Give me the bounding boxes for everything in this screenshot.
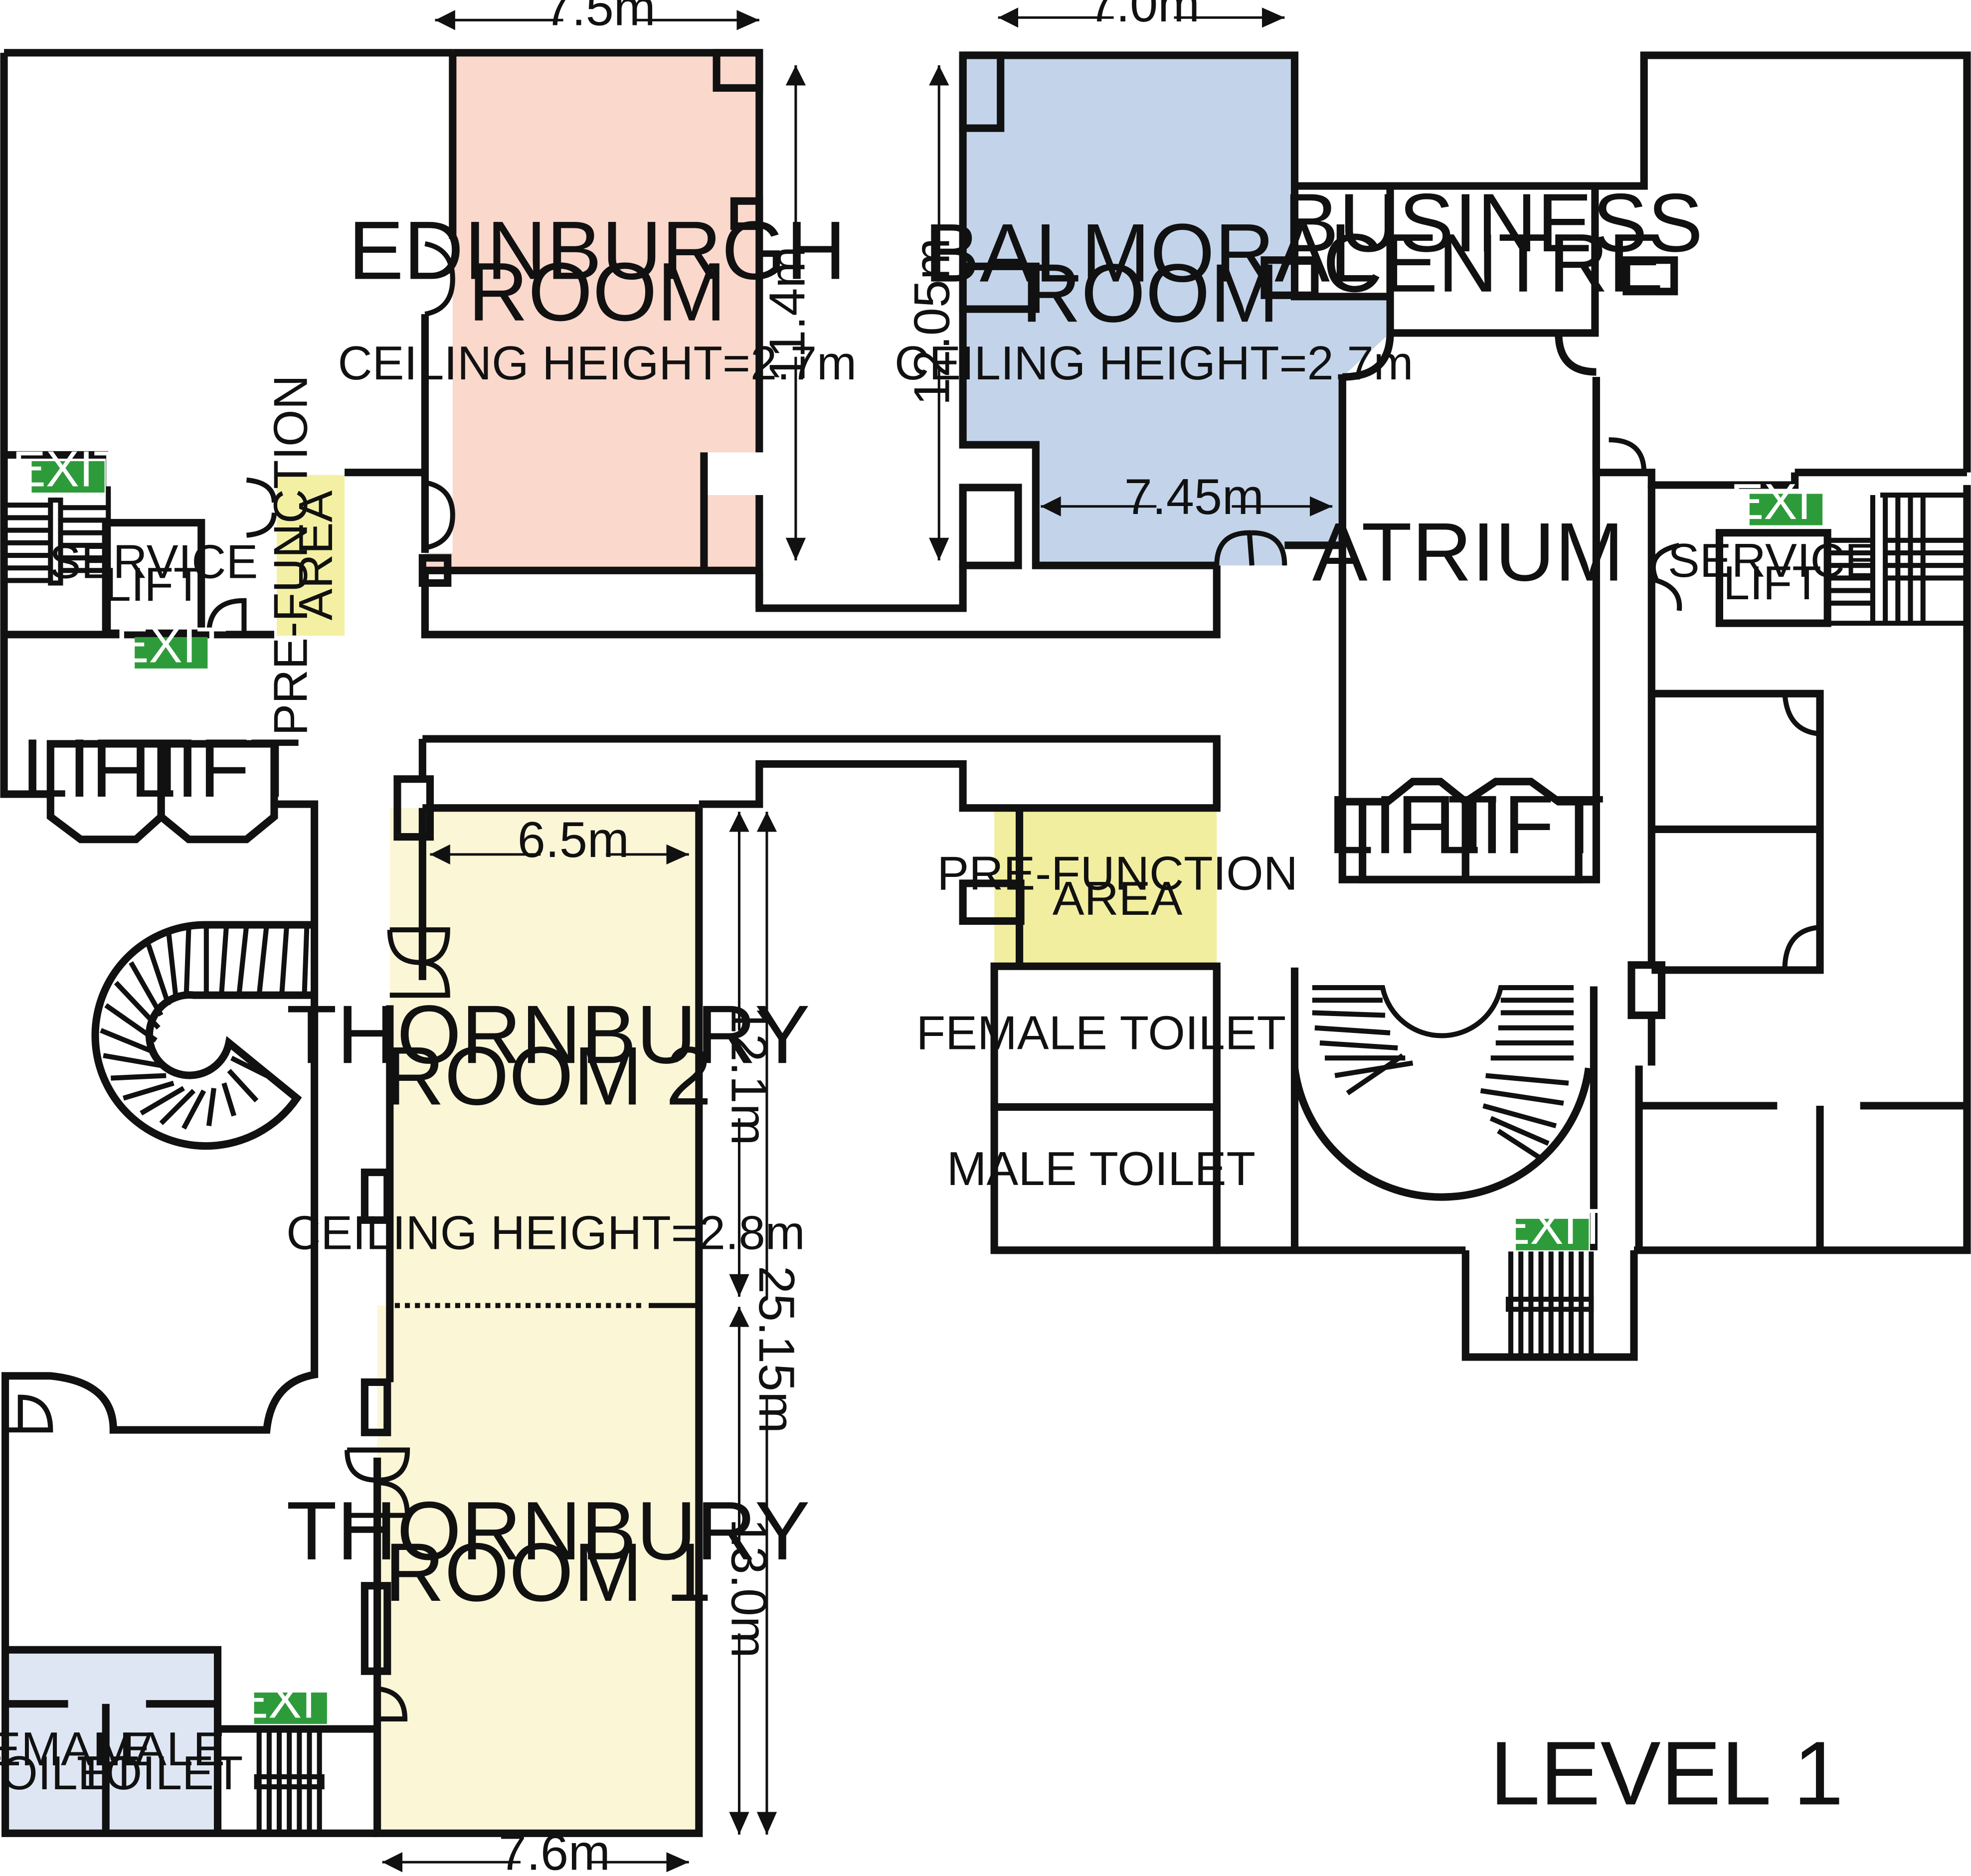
male-toilet-bl-label-2: TOILET bbox=[77, 1746, 243, 1800]
prefunction-right-label-1: PRE-FUNCTION bbox=[937, 847, 1298, 900]
lift-label-1: LIFT bbox=[22, 722, 192, 815]
doors[interactable] bbox=[5, 241, 1820, 1721]
door-thornbury1-lower bbox=[377, 1686, 408, 1721]
thornbury2-label-2: ROOM 2 bbox=[384, 1029, 712, 1122]
prefunction-right-label-2: AREA bbox=[1053, 872, 1183, 925]
svg-text:12.05m: 12.05m bbox=[904, 238, 960, 405]
thornbury1-label-2: ROOM 1 bbox=[384, 1526, 712, 1619]
atrium-label: ATRIUM bbox=[1312, 506, 1624, 598]
dimension-thornbury-width-bottom: 7.6m bbox=[382, 1825, 689, 1876]
business-label-2: CENTRE bbox=[1323, 217, 1664, 310]
business-label-1: BUSINESS bbox=[1283, 176, 1703, 269]
stairs-top-left bbox=[5, 455, 111, 635]
thornbury2-label-1: THORNBURY bbox=[286, 988, 810, 1081]
lift-label-2: LIFT bbox=[130, 722, 301, 815]
dimension-thornbury-width-top: 6.5m bbox=[430, 812, 689, 868]
door-service-lift bbox=[206, 598, 247, 635]
service-lift-left[interactable]: SERVICE LIFT bbox=[49, 518, 258, 637]
level-title: LEVEL 1 bbox=[1490, 1723, 1844, 1824]
stairs-bottom-left bbox=[254, 1731, 325, 1834]
svg-text:13.0m: 13.0m bbox=[720, 1519, 776, 1658]
dimension-balmoral-inner: 7.45m bbox=[1041, 469, 1333, 525]
service-lift-right-label-2: LIFT bbox=[1723, 556, 1821, 610]
stairs-right bbox=[1827, 493, 1967, 626]
svg-text:EXIT: EXIT bbox=[235, 1673, 347, 1728]
exit-sign-3: EXIT bbox=[1730, 474, 1842, 530]
dimension-edinburgh-height: 11.4m bbox=[760, 65, 816, 561]
toilets-bottom-left[interactable]: FEMALE TOILET MALE TOILET bbox=[0, 1646, 243, 1834]
female-toilet-bl-label-1: FEMALE bbox=[0, 1722, 151, 1776]
stairs-bottom-right bbox=[1505, 1251, 1594, 1358]
balmoral-label-1: BALMORAL bbox=[924, 207, 1376, 300]
svg-text:7.0m: 7.0m bbox=[1088, 0, 1200, 32]
prefunction-left-label-1: PRE-FUNCTION bbox=[264, 375, 317, 736]
balmoral-room[interactable]: BALMORAL ROOM CEILING HEIGHT=2.7m bbox=[895, 51, 1413, 569]
door-bottom-left bbox=[5, 1394, 53, 1433]
spiral-stair-centre bbox=[1291, 985, 1593, 1201]
exit-sign-4: EXIT bbox=[1496, 1199, 1608, 1255]
door-balmoral bbox=[1214, 530, 1287, 566]
female-toilet-bl-label-2: TOILET bbox=[0, 1746, 139, 1800]
lift-label-3: LIFT bbox=[1327, 778, 1498, 871]
lift-label-4: LIFT bbox=[1434, 778, 1605, 871]
edinburgh-ceiling: CEILING HEIGHT=2.7m bbox=[338, 337, 856, 390]
prefunction-left-label-2: AREA bbox=[289, 491, 343, 621]
male-toilet-mid[interactable]: MALE TOILET bbox=[947, 1103, 1255, 1254]
pillars bbox=[360, 49, 1678, 1675]
svg-text:11.4m: 11.4m bbox=[760, 246, 816, 382]
svg-text:6.5m: 6.5m bbox=[518, 812, 629, 868]
door-right-room-2 bbox=[1782, 925, 1820, 973]
door-edinburgh-upper bbox=[424, 241, 455, 317]
dimension-thornbury-total: 25.15m bbox=[748, 812, 804, 1835]
exit-sign-5: EXIT bbox=[235, 1673, 347, 1728]
edinburgh-label-2: ROOM bbox=[468, 246, 726, 339]
door-atrium-right bbox=[1609, 437, 1647, 473]
service-lift-left-label-2: LIFT bbox=[105, 558, 203, 611]
spiral-stair-left bbox=[91, 921, 315, 1150]
svg-text:EXIT: EXIT bbox=[1730, 474, 1842, 530]
door-right-corridor bbox=[1650, 542, 1682, 611]
male-toilet-mid-label: MALE TOILET bbox=[947, 1142, 1255, 1195]
female-toilet-mid-label: FEMALE TOILET bbox=[916, 1007, 1286, 1060]
door-edinburgh-lower bbox=[424, 480, 455, 550]
door-thornbury1 bbox=[345, 1447, 410, 1518]
dimension-balmoral-height: 12.05m bbox=[904, 65, 960, 561]
svg-text:EXIT: EXIT bbox=[12, 441, 124, 497]
thornbury-room-1[interactable]: THORNBURY ROOM 1 bbox=[286, 1305, 810, 1834]
service-lift-left-label-1: SERVICE bbox=[49, 535, 258, 588]
svg-text:25.15m: 25.15m bbox=[748, 1266, 804, 1433]
female-toilet-mid[interactable]: FEMALE TOILET bbox=[916, 962, 1286, 1111]
male-toilet-bl-label-1: MALE bbox=[95, 1722, 225, 1776]
business-centre[interactable]: BUSINESS CENTRE bbox=[1283, 176, 1703, 337]
dimension-edinburgh-width: 7.5m bbox=[435, 0, 759, 36]
walls bbox=[0, 49, 1971, 1837]
atrium[interactable]: ATRIUM bbox=[1312, 333, 1624, 883]
door-right-room-1 bbox=[1782, 691, 1820, 736]
svg-text:7.6m: 7.6m bbox=[499, 1825, 610, 1876]
door-prefunction bbox=[246, 477, 277, 538]
exit-sign-1: EXIT bbox=[12, 441, 124, 497]
pre-function-area-left[interactable]: PRE-FUNCTION AREA bbox=[264, 375, 345, 736]
pre-function-area-right[interactable]: PRE-FUNCTION AREA bbox=[937, 808, 1298, 967]
dimension-balmoral-width-top: 7.0m bbox=[998, 0, 1285, 32]
svg-text:EXIT: EXIT bbox=[115, 617, 227, 673]
lifts-left[interactable]: LIFT LIFT bbox=[22, 722, 301, 844]
thornbury-room-2[interactable]: THORNBURY ROOM 2 CEILING HEIGHT=2.8m bbox=[286, 808, 810, 1306]
svg-text:7.5m: 7.5m bbox=[544, 0, 656, 36]
balmoral-label-2: ROOM bbox=[1021, 247, 1279, 340]
service-lift-right-label-1: SERVICE bbox=[1668, 534, 1877, 587]
svg-text:7.45m: 7.45m bbox=[1124, 469, 1264, 525]
service-lift-right[interactable]: SERVICE LIFT bbox=[1668, 529, 1877, 627]
balmoral-ceiling: CEILING HEIGHT=2.7m bbox=[895, 337, 1413, 390]
svg-text:12.1m: 12.1m bbox=[720, 1006, 776, 1145]
thornbury2-ceiling: CEILING HEIGHT=2.8m bbox=[286, 1206, 805, 1259]
lifts-atrium[interactable]: LIFT LIFT bbox=[1327, 778, 1605, 883]
door-thornbury2 bbox=[387, 927, 450, 998]
svg-text:EXIT: EXIT bbox=[1496, 1199, 1608, 1255]
exit-sign-2: EXIT bbox=[115, 617, 227, 673]
